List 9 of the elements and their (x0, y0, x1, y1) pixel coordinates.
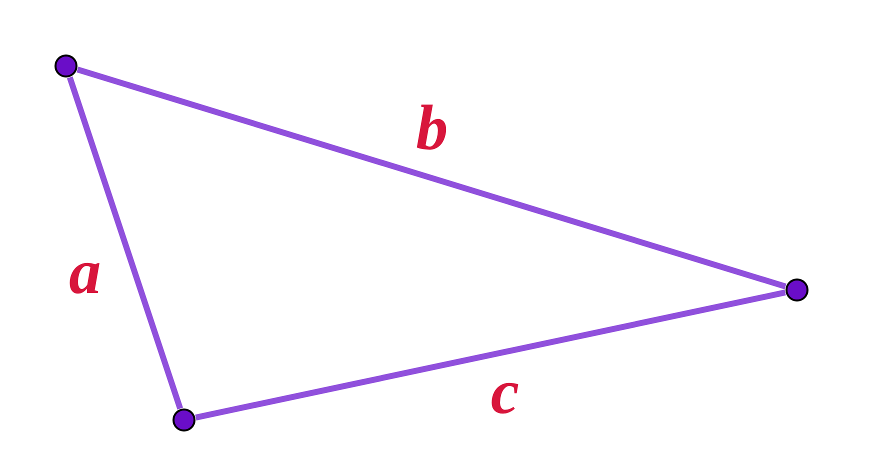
edge-label: c (490, 360, 520, 424)
triangle-side (66, 76, 184, 410)
triangle-side (76, 66, 786, 290)
vertex-dot (785, 278, 809, 302)
edge-label: a (69, 240, 101, 304)
edge-label: b (416, 96, 448, 160)
vertex-dot (172, 408, 196, 432)
triangle-side (195, 290, 786, 420)
vertex-dot (54, 54, 78, 78)
